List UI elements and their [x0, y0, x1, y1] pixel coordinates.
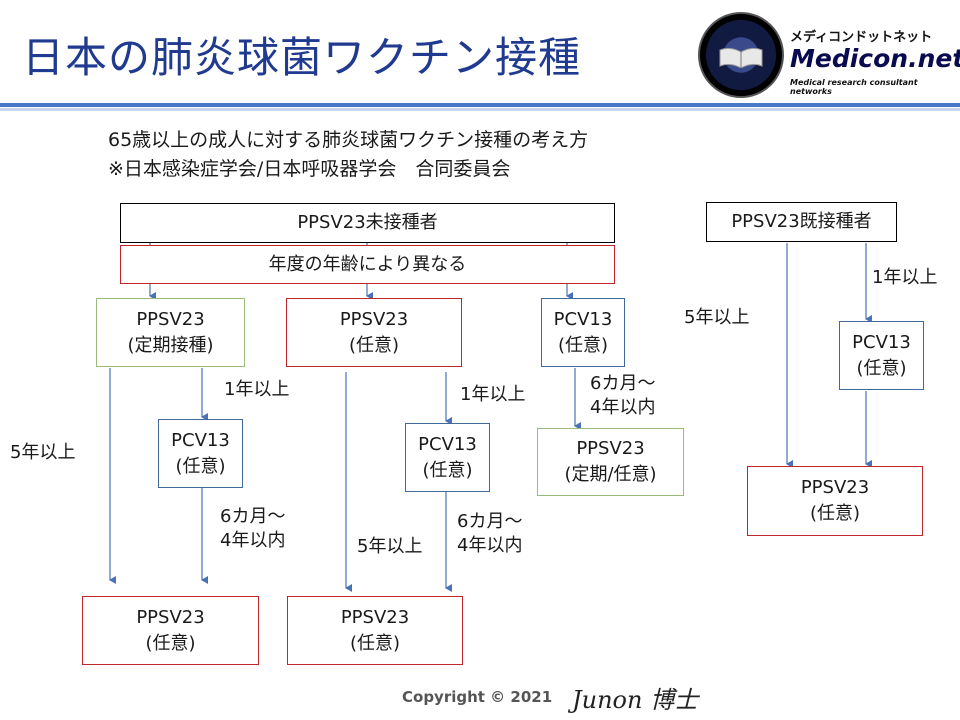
- vaccinated-box: PPSV23既接種者: [706, 202, 897, 242]
- intro-line-1: 65歳以上の成人に対する肺炎球菌ワクチン接種の考え方: [108, 129, 589, 151]
- intro-text: 65歳以上の成人に対する肺炎球菌ワクチン接種の考え方 ※日本感染症学会/日本呼吸…: [108, 126, 588, 184]
- logo-subtitle: Medical research consultant networks: [790, 78, 918, 96]
- ppsv-optional-line-2: (任意): [348, 334, 400, 356]
- pcv-right-box: PCV13 (任意): [839, 321, 924, 390]
- unvaccinated-label: PPSV23未接種者: [297, 212, 438, 233]
- pcv-top-box: PCV13 (任意): [541, 298, 625, 367]
- logo-emblem-icon: [698, 12, 784, 98]
- logo-jp-text: メディコンドットネット: [790, 30, 933, 45]
- ppsv-regular-line-1: PPSV23: [136, 308, 205, 330]
- pcv-left-line-2: (任意): [175, 455, 226, 477]
- interval-label: 1年以上: [224, 379, 290, 400]
- ppsv-regular-optional-box: PPSV23 (定期/任意): [537, 428, 684, 496]
- ppsv-reg-opt-line-1: PPSV23: [576, 438, 645, 459]
- pcv-mid-line-1: PCV13: [418, 433, 477, 455]
- interval-label: 6カ月～4年以内: [457, 511, 523, 556]
- ppsv-right-line-2: (任意): [809, 503, 861, 524]
- interval-label: 1年以上: [872, 267, 938, 288]
- age-note-box: 年度の年齢により異なる: [120, 245, 615, 284]
- ppsv-right-box: PPSV23 (任意): [747, 466, 923, 536]
- ppsv-bottom-mid-box: PPSV23 (任意): [287, 596, 463, 665]
- interval-label: 5年以上: [357, 536, 423, 557]
- signature: Junon 博士: [572, 686, 699, 714]
- ppsv-bottom-left-line-1: PPSV23: [136, 606, 205, 628]
- unvaccinated-box: PPSV23未接種者: [120, 203, 615, 243]
- pcv-left-line-1: PCV13: [171, 429, 230, 451]
- logo-en-text: Medicon.net: [790, 44, 960, 73]
- medicon-logo: メディコンドットネット Medicon.net Medical research…: [698, 12, 960, 98]
- pcv-right-line-2: (任意): [856, 357, 907, 379]
- interval-label: 5年以上: [684, 307, 750, 328]
- age-note-label: 年度の年齢により異なる: [268, 253, 467, 275]
- ppsv-bottom-mid-line-1: PPSV23: [340, 606, 410, 628]
- intro-line-2: ※日本感染症学会/日本呼吸器学会 合同委員会: [108, 158, 511, 180]
- header-divider-shadow: [0, 108, 960, 111]
- header-divider: [0, 103, 960, 107]
- ppsv-right-line-1: PPSV23: [800, 477, 870, 498]
- pcv-mid-box: PCV13 (任意): [405, 423, 490, 492]
- ppsv-bottom-mid-line-2: (任意): [349, 632, 401, 654]
- pcv-top-line-1: PCV13: [553, 308, 613, 330]
- ppsv-optional-box: PPSV23 (任意): [286, 298, 462, 367]
- pcv-left-box: PCV13 (任意): [158, 419, 243, 488]
- interval-label: 6カ月～4年以内: [220, 506, 286, 551]
- pcv-top-line-2: (任意): [557, 334, 609, 356]
- page-title: 日本の肺炎球菌ワクチン接種: [22, 33, 582, 82]
- vaccinated-label: PPSV23既接種者: [731, 211, 872, 232]
- pcv-mid-line-2: (任意): [422, 459, 473, 481]
- interval-label: 1年以上: [460, 384, 526, 405]
- ppsv-reg-opt-line-2: (定期/任意): [564, 464, 657, 485]
- ppsv-regular-box: PPSV23 (定期接種): [96, 298, 245, 367]
- copyright-text: Copyright © 2021: [402, 688, 553, 706]
- ppsv-bottom-left-box: PPSV23 (任意): [82, 596, 259, 665]
- interval-label: 6カ月～4年以内: [590, 373, 656, 418]
- ppsv-regular-line-2: (定期接種): [127, 334, 214, 356]
- interval-label: 5年以上: [10, 442, 76, 463]
- book-icon: [719, 47, 763, 68]
- ppsv-optional-line-1: PPSV23: [339, 308, 409, 330]
- ppsv-bottom-left-line-2: (任意): [145, 632, 196, 654]
- pcv-right-line-1: PCV13: [852, 331, 911, 353]
